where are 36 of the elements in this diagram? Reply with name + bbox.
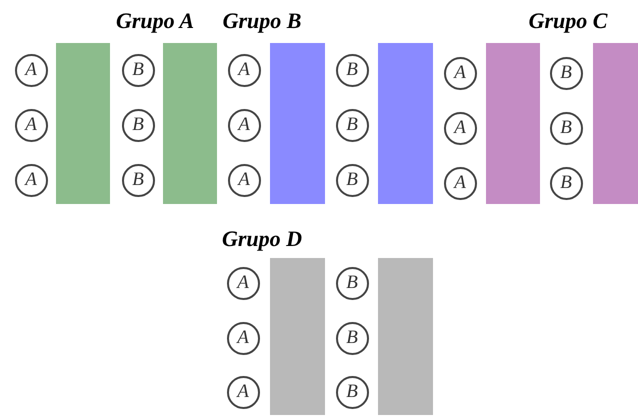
letter-circle: B: [550, 56, 582, 90]
letter-circle: A: [228, 164, 260, 196]
letter-circle: A: [444, 166, 476, 200]
letter-circle: B: [122, 164, 154, 196]
group-title: Grupo D: [222, 226, 302, 252]
letter-circle: A: [226, 376, 260, 408]
letter-circle: B: [336, 54, 368, 86]
letter-circle: B: [336, 322, 368, 354]
color-bar: [378, 258, 433, 415]
color-bar: [56, 43, 110, 204]
letter-circle: B: [122, 108, 154, 142]
color-bar: [486, 43, 540, 204]
group-title: Grupo B: [222, 8, 302, 34]
letter-circle: B: [336, 108, 368, 142]
color-bar: [163, 43, 217, 204]
letter-circle: A: [14, 108, 48, 142]
color-bar: [270, 43, 325, 204]
letter-circle: A: [228, 108, 260, 142]
letter-circle: A: [14, 164, 48, 196]
letter-circle: B: [336, 266, 368, 300]
group-title: Grupo A: [116, 8, 194, 34]
letter-circle: A: [228, 54, 260, 86]
color-bar: [593, 43, 638, 204]
letter-circle: B: [550, 166, 582, 200]
letter-circle: A: [444, 56, 476, 90]
letter-circle: B: [336, 376, 368, 408]
group-title: Grupo C: [528, 8, 608, 34]
color-bar: [270, 258, 325, 415]
letter-circle: A: [444, 112, 476, 144]
letter-circle: A: [226, 322, 260, 354]
letter-circle: A: [226, 266, 260, 300]
color-bar: [378, 43, 433, 204]
letter-circle: B: [336, 164, 368, 196]
letter-circle: B: [550, 112, 582, 144]
letter-circle: A: [14, 54, 48, 86]
letter-circle: B: [122, 54, 154, 86]
